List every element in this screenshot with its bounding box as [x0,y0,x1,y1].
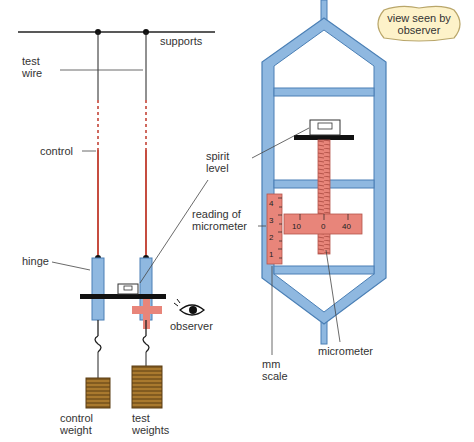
drum-number: 10 [292,222,301,231]
part-label: spirit level [206,150,250,174]
part-label: test weights [132,412,182,436]
part-label: reading of micrometer [192,208,256,232]
scale-number: 3 [269,216,273,225]
scale-number: 2 [269,233,273,242]
part-label: hinge [22,255,49,267]
thought-cloud: view seen by observer [372,4,466,44]
scale-number: 4 [269,199,273,208]
part-label: supports [160,35,202,47]
part-label: test wire [22,55,60,79]
part-label: observer [170,320,213,332]
part-label: control [40,145,73,157]
part-label: mm scale [262,358,298,382]
scale-number: 1 [269,250,273,259]
drum-number: 0 [321,222,325,231]
bubble-text: view seen by observer [384,12,454,36]
part-label: micrometer [318,345,373,357]
part-label: control weight [60,412,110,436]
drum-number: 40 [342,222,351,231]
